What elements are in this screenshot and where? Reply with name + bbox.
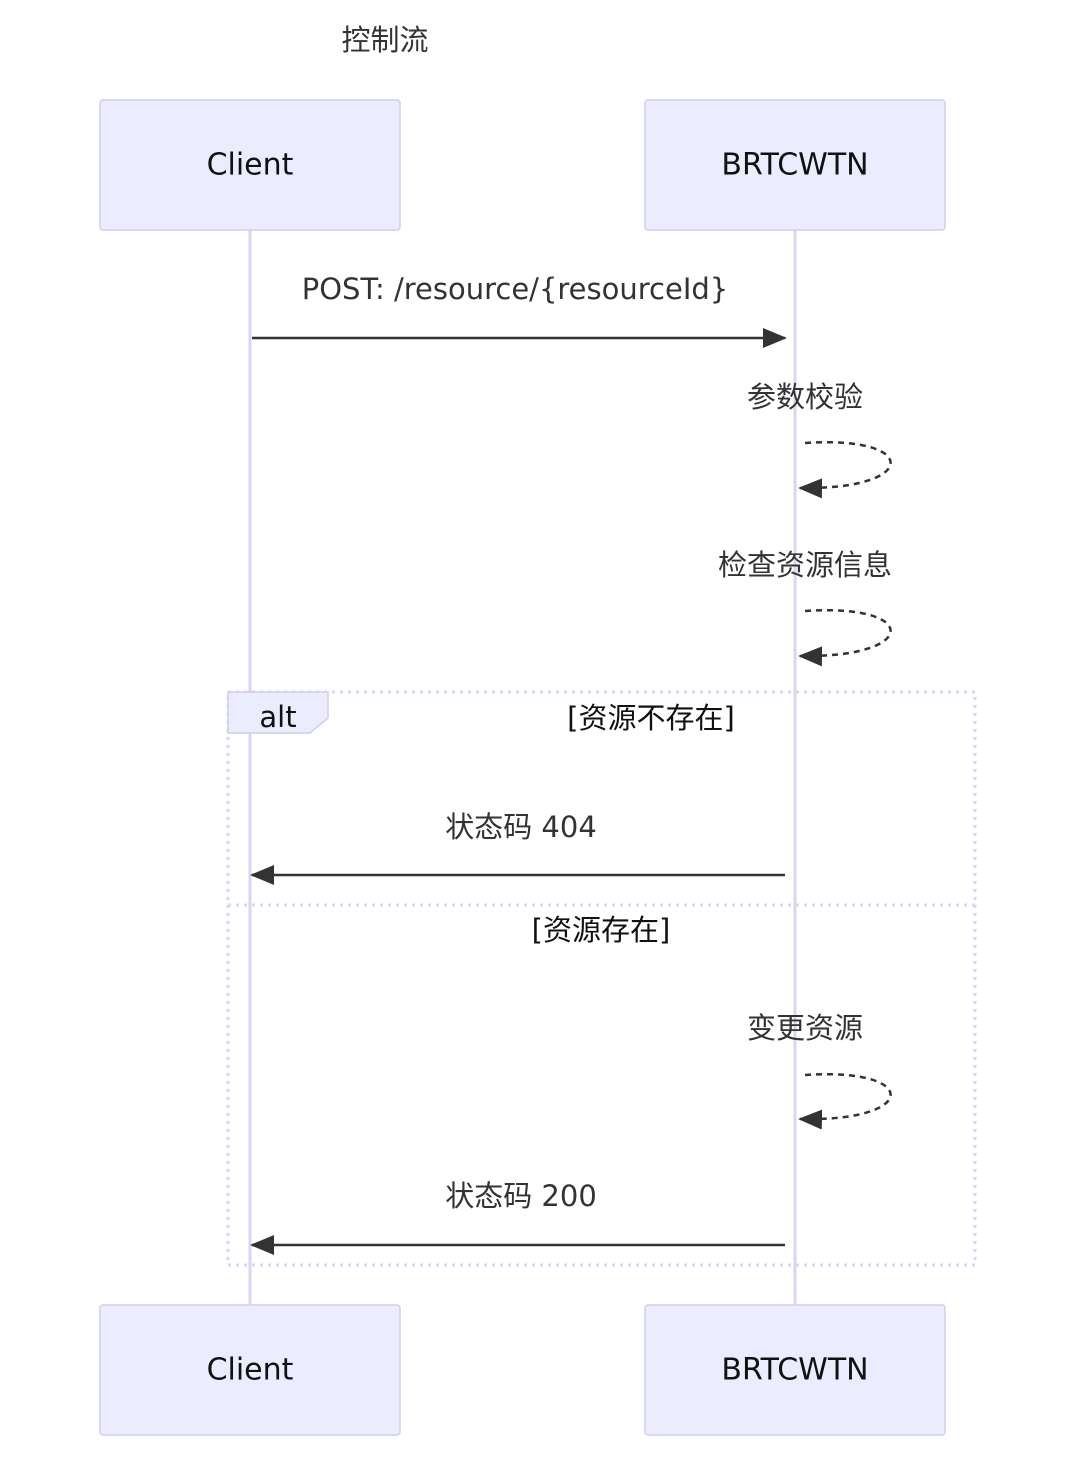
actor-server-top[interactable]: BRTCWTN <box>644 99 946 231</box>
actor-label: BRTCWTN <box>721 1353 868 1388</box>
self-message-arrow <box>798 608 892 667</box>
alt-label: alt <box>259 700 296 734</box>
message-label: 检查资源信息 <box>718 548 892 582</box>
message-label: 状态码 200 <box>445 1179 597 1213</box>
self-message-arrow <box>798 1072 892 1130</box>
actor-server-bottom[interactable]: BRTCWTN <box>644 1304 946 1436</box>
actor-label: Client <box>207 148 294 183</box>
alt-condition-1: [资源不存在] <box>567 701 735 735</box>
self-message-arrow <box>798 440 892 499</box>
message-label: POST: /resource/{resourceId} <box>302 272 729 306</box>
message-label: 参数校验 <box>747 380 863 414</box>
message-label: 变更资源 <box>747 1011 863 1045</box>
diagram-title: 控制流 <box>341 23 428 57</box>
message-label: 状态码 404 <box>445 810 597 844</box>
alt-fragment: alt [资源不存在] [资源存在] <box>226 690 977 1267</box>
actor-client-bottom[interactable]: Client <box>99 1304 401 1436</box>
actor-label: BRTCWTN <box>721 148 868 183</box>
actor-client-top[interactable]: Client <box>99 99 401 231</box>
alt-condition-2: [资源存在] <box>532 913 671 947</box>
actor-label: Client <box>207 1353 294 1388</box>
alt-label-box <box>227 691 329 734</box>
